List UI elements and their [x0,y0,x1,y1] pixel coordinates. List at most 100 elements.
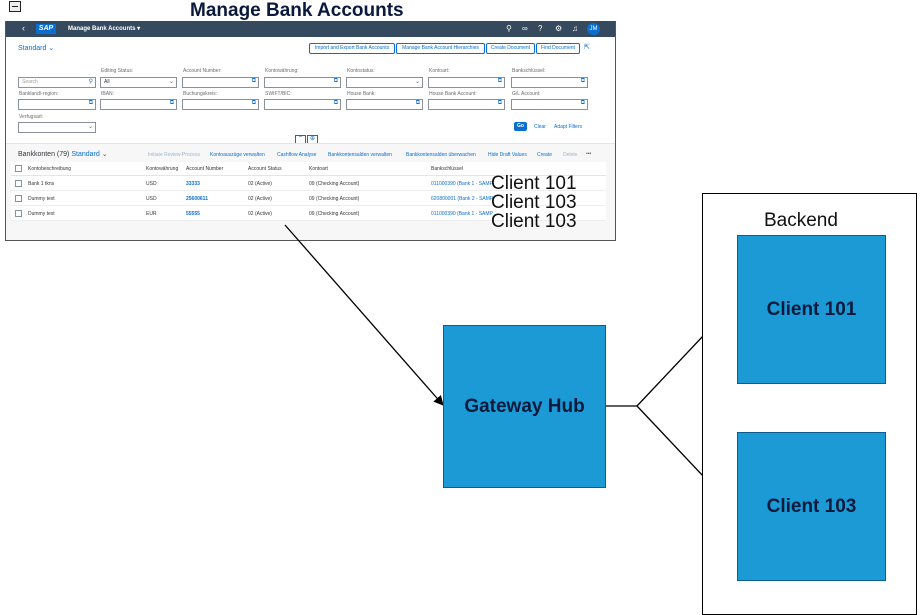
back-icon[interactable]: ‹ [22,23,25,33]
filter-label: Verfugsart: [19,114,44,120]
column-header[interactable]: Account Status [248,166,282,172]
column-header[interactable]: Bankschlüssel [431,166,463,172]
manage-hierarchies-button[interactable]: Manage Bank Account Hierarchies [396,43,485,54]
filter-label: Bankland/-region: [19,91,59,97]
bank-key-field[interactable]: ⧉ [511,77,588,88]
cell: 02 (Active) [248,196,272,202]
bank-key-link[interactable]: 011000390 (Bank 1 - SAMP [431,181,493,187]
account-type-field[interactable]: ⧉ [428,77,505,88]
value-help-icon[interactable]: ⧉ [415,100,420,106]
arrow-app-to-hub [284,224,444,406]
house-bank-account-field[interactable]: ⧉ [428,99,505,110]
client-101-label: Client 101 [766,298,857,320]
gl-account-field[interactable]: ⧉ [511,99,588,110]
account-number-link[interactable]: 55555 [186,211,200,217]
filter-label: Bankschlüssel: [512,68,546,74]
manage-statements-button[interactable]: Kontoauszüge verwalten [210,152,265,158]
more-icon[interactable]: ••• [586,151,592,157]
window-minimize-icon[interactable] [9,1,21,12]
currency-field[interactable]: ⧉ [264,77,341,88]
cell: Dummy text [28,211,55,217]
value-help-icon[interactable]: ⧉ [497,78,502,84]
editing-status-value: All [104,79,110,85]
value-help-icon[interactable]: ⧉ [333,100,338,106]
initiate-review-button[interactable]: Initiate Review Process [148,152,200,158]
house-bank-field[interactable]: ⧉ [346,99,423,110]
monitor-balances-button[interactable]: Bankkontensalden überwachen [406,152,476,158]
search-placeholder: Search [22,79,38,85]
chevron-down-icon: ⌄ [414,79,420,85]
value-help-icon[interactable]: ⧉ [88,100,93,106]
account-number-field[interactable]: ⧉ [182,77,259,88]
iban-field[interactable]: ⧉ [100,99,177,110]
search-input[interactable]: Search ⚲ [18,77,96,88]
variant-label: Standard [18,45,47,52]
import-export-button[interactable]: Import and Export Bank Accounts [309,43,395,54]
create-button[interactable]: Create [537,152,553,158]
column-header[interactable]: Kontobeschreibung [28,166,72,172]
row-checkbox[interactable] [15,195,22,202]
row-checkbox[interactable] [15,180,22,187]
filter-label: Kontostatus: [347,68,375,74]
table-row[interactable]: Dummy text USD 25600611 02 (Active) 09 (… [11,191,606,206]
value-help-icon[interactable]: ⧉ [333,78,338,84]
cell: Bank 1 tkns [28,181,55,187]
swift-field[interactable]: ⧉ [264,99,341,110]
table-row[interactable]: Dummy text EUR 55555 02 (Active) 09 (Che… [11,206,606,221]
column-header[interactable]: Kontowährung [146,166,179,172]
settings-icon[interactable]: ⚙ [555,24,563,33]
usage-type-select[interactable]: ⌄ [18,122,96,133]
value-help-icon[interactable]: ⧉ [580,100,585,106]
row-checkbox[interactable] [15,210,22,217]
bank-key-link[interactable]: 620800001 (Bank 2 - SAMP [431,196,494,202]
row-client-annotation: Client 103 [491,192,577,213]
find-document-button[interactable]: Find Document [536,43,580,54]
delete-button[interactable]: Delete [563,152,578,158]
table-header: Bankkonten (79) Standard ⌄ [18,150,108,158]
client-103-label: Client 103 [766,495,857,517]
help-icon[interactable]: ? [538,24,543,33]
account-status-select[interactable]: ⌄ [346,77,423,88]
variant-selector[interactable]: Standard ⌄ [18,44,54,52]
account-number-link[interactable]: 25600611 [186,196,208,202]
cashflow-analysis-button[interactable]: Cashflow Analyse [277,152,317,158]
gateway-hub-label: Gateway Hub [464,395,585,417]
search-icon[interactable]: ⚲ [506,24,512,33]
account-number-link[interactable]: 33333 [186,181,200,187]
app-title-menu[interactable]: Manage Bank Accounts ▾ [68,26,141,32]
create-document-button[interactable]: Create Document [486,43,535,54]
company-code-field[interactable]: ⧉ [182,99,259,110]
value-help-icon[interactable]: ⧉ [251,78,256,84]
column-header[interactable]: Kontoart [309,166,328,172]
cell: USD [146,181,157,187]
client-101-box: Client 101 [737,235,886,384]
binoculars-icon[interactable]: ∞ [522,24,528,33]
go-button[interactable]: Go [514,122,527,131]
table-row[interactable]: Bank 1 tkns USD 33333 02 (Active) 09 (Ch… [11,176,606,191]
share-icon[interactable]: ⇱ [584,44,590,51]
value-help-icon[interactable]: ⧉ [251,100,256,106]
bank-key-link[interactable]: 011000390 (Bank 1 - SAMP [431,211,493,217]
bell-icon[interactable]: ♫ [572,24,578,33]
value-help-icon[interactable]: ⧉ [169,100,174,106]
column-header[interactable]: Account Number [186,166,224,172]
cell: EUR [146,211,157,217]
editing-status-select[interactable]: All ⌄ [100,77,177,88]
page-title: Manage Bank Accounts [190,0,404,21]
select-all-checkbox[interactable] [15,165,22,172]
filter-label: Editing Status: [101,68,134,74]
clear-button[interactable]: Clear [534,124,546,130]
value-help-icon[interactable]: ⧉ [580,78,585,84]
value-help-icon[interactable]: ⧉ [497,100,502,106]
filter-label: Buchungskreis: [183,91,218,97]
bank-country-field[interactable]: ⧉ [18,99,96,110]
filter-label: SWIFT/BIC: [265,91,292,97]
gateway-hub-box: Gateway Hub [443,325,606,488]
cell: 09 (Checking Account) [309,181,360,187]
avatar[interactable]: JM [587,23,600,35]
hide-draft-values-button[interactable]: Hide Draft Values [488,152,527,158]
manage-balances-button[interactable]: Bankkontensalden verwalten [328,152,392,158]
adapt-filters-button[interactable]: Adapt Filters [554,124,583,130]
sap-app-screenshot: ‹ SAP Manage Bank Accounts ▾ ⚲ ∞ ? ⚙ ♫ J… [5,21,616,241]
table-variant[interactable]: Standard ⌄ [71,151,108,158]
